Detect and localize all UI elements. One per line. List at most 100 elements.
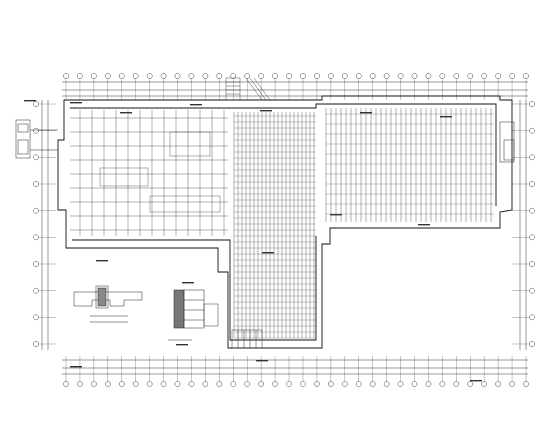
top-dimension-chain xyxy=(62,81,528,97)
axis-bubble xyxy=(529,314,535,321)
bottom-dimension-chain xyxy=(62,359,528,375)
axis-bubble xyxy=(495,73,501,79)
axis-bubble xyxy=(523,73,529,79)
axis-bubble xyxy=(77,381,83,387)
axis-bubble xyxy=(529,127,535,134)
axis-bubble xyxy=(33,127,39,134)
annotation-mark xyxy=(440,116,452,118)
annotation-mark xyxy=(70,366,82,368)
annotation-mark xyxy=(256,360,268,362)
axis-bubble xyxy=(355,73,362,79)
axis-bubble xyxy=(411,73,418,79)
axis-bubble xyxy=(529,341,535,347)
room xyxy=(169,131,211,157)
annotation-mark xyxy=(418,224,430,226)
axis-bubble xyxy=(425,73,432,79)
annotation-mark xyxy=(260,110,272,112)
axis-bubble xyxy=(355,381,362,387)
axis-bubble xyxy=(411,381,418,387)
annotation-mark xyxy=(470,380,482,382)
axis-bubble xyxy=(397,381,404,387)
room xyxy=(149,195,221,213)
axis-bubble xyxy=(467,381,474,387)
annotation-mark xyxy=(70,102,82,104)
axis-bubble xyxy=(118,73,125,79)
annotation-mark xyxy=(182,282,194,284)
axis-bubble xyxy=(272,73,278,79)
axis-bubble xyxy=(272,381,278,387)
axis-bubble xyxy=(33,314,39,321)
axis-bubble xyxy=(509,381,515,387)
axis-bubble xyxy=(118,381,125,387)
axis-bubble xyxy=(77,73,83,79)
building-outline xyxy=(57,95,513,349)
axis-bubble xyxy=(216,381,223,387)
axis-bubble xyxy=(314,381,320,387)
annotation-mark xyxy=(190,104,202,106)
axis-bubble xyxy=(174,73,181,79)
axis-bubble xyxy=(33,287,39,294)
axis-bubble xyxy=(453,381,460,387)
axis-bubble xyxy=(300,381,306,387)
interior-partitions xyxy=(70,110,228,236)
axis-bubble xyxy=(91,73,97,79)
axis-bubble xyxy=(529,101,535,107)
axis-bubble xyxy=(104,381,111,387)
axis-bubble xyxy=(63,73,69,79)
right-axis-bubbles xyxy=(512,101,535,347)
axis-bubble xyxy=(481,381,488,387)
axis-bubble xyxy=(523,381,529,387)
axis-bubble xyxy=(369,73,376,79)
axis-bubble xyxy=(132,73,139,79)
axis-bubble xyxy=(286,381,292,387)
bottom-axis-bubbles xyxy=(63,356,529,387)
axis-bubble xyxy=(529,181,535,187)
axis-bubble xyxy=(258,73,265,79)
axis-bubble xyxy=(453,73,460,79)
axis-bubble xyxy=(341,381,348,387)
axis-bubble xyxy=(244,73,251,79)
axis-bubble xyxy=(383,73,390,79)
axis-bubble xyxy=(439,73,446,79)
axis-bubble xyxy=(91,381,97,387)
annotation-mark xyxy=(262,252,274,254)
axis-bubble xyxy=(425,381,432,387)
detail-section xyxy=(168,289,205,341)
axis-bubble xyxy=(188,73,195,79)
room xyxy=(99,167,149,187)
axis-bubble xyxy=(160,381,167,387)
axis-bubble xyxy=(529,207,535,214)
axis-bubble xyxy=(174,381,181,387)
axis-bubble xyxy=(146,381,153,387)
annotation-marks xyxy=(24,100,482,382)
axis-bubble xyxy=(104,73,111,79)
bottom-core xyxy=(203,303,263,349)
axis-bubble xyxy=(529,287,535,294)
axis-bubble xyxy=(300,73,306,79)
axis-bubble xyxy=(258,381,265,387)
axis-bubble xyxy=(202,73,209,79)
axis-bubble xyxy=(33,234,39,241)
axis-bubble xyxy=(439,381,446,387)
inset-key-plan xyxy=(73,285,143,323)
axis-bubble xyxy=(63,381,69,387)
right-annex xyxy=(499,121,515,163)
axis-bubble xyxy=(202,381,209,387)
axis-bubble xyxy=(216,73,223,79)
axis-bubble xyxy=(33,101,39,107)
axis-bubble xyxy=(33,261,39,267)
annotation-mark xyxy=(330,214,342,216)
axis-bubble xyxy=(495,381,501,387)
axis-bubble xyxy=(529,154,535,161)
left-dimension-chain xyxy=(41,100,49,350)
annotation-mark xyxy=(360,112,372,114)
axis-bubble xyxy=(397,73,404,79)
axis-bubble xyxy=(481,73,488,79)
axis-bubble xyxy=(383,381,390,387)
right-dimension-chain xyxy=(519,100,527,350)
annotation-mark xyxy=(176,344,188,346)
central-wing-grid xyxy=(233,112,316,339)
axis-bubble xyxy=(529,261,535,267)
